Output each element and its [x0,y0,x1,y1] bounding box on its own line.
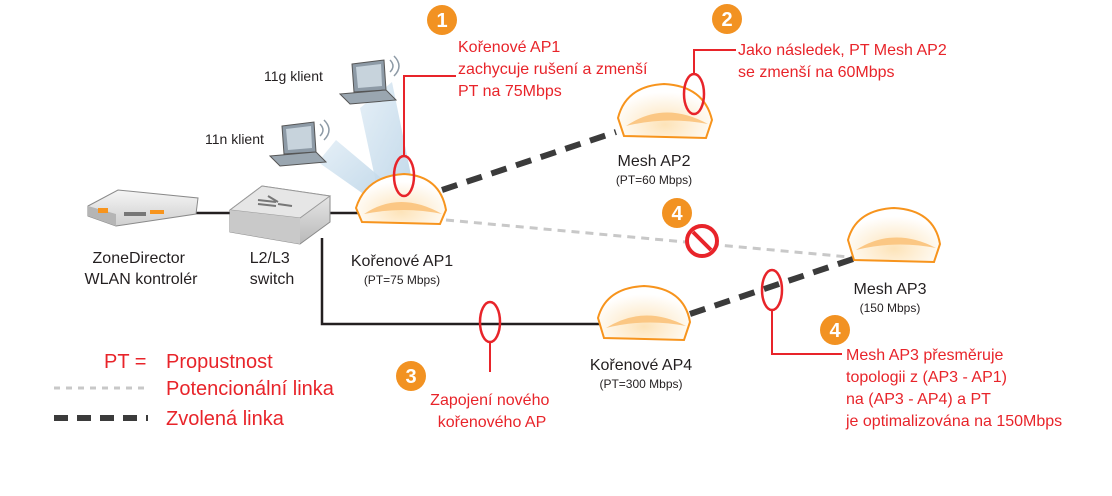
svg-text:4: 4 [829,320,841,342]
switch-device [228,185,332,245]
chosen-link-ap1-ap2 [441,129,617,193]
callout-3-badge: 3 [396,361,426,391]
potential-link-ap1-ap3 [445,218,861,260]
wired-link-switch-ap4 [320,238,606,326]
laptop-11n-icon [268,119,330,167]
switch-label: L2/L3 switch [250,250,295,288]
root-ap1-throughput: (PT=75 Mbps) [364,273,440,287]
zonedirector-label: ZoneDirector WLAN kontrolér [85,250,199,288]
root-ap1-label: Kořenové AP1 [351,253,453,270]
client-11g-label: 11g klient [264,68,323,84]
callout-1-badge: 1 [427,5,457,35]
zonedirector-device [87,189,199,227]
legend: PT = Propustnost Potencionální linka Zvo… [54,351,335,430]
legend-chosen-label: Zvolená linka [166,408,285,430]
root-ap1-device [354,172,448,226]
svg-text:2: 2 [721,9,732,31]
mesh-ap3-device [846,206,942,264]
wireless-beam-11g [360,82,412,192]
root-ap4-label: Kořenové AP4 [590,357,692,374]
legend-pt-key: PT = [104,351,146,373]
callout-2-marker [682,49,736,116]
root-ap4-device [596,284,692,342]
callout-4-text: Mesh AP3 přesměruje topologii z (AP3 - A… [845,347,1062,430]
chosen-link-ap4-ap3 [689,253,863,317]
wireless-beam-11n [318,140,386,200]
svg-text:1: 1 [436,10,447,32]
svg-text:4: 4 [671,203,683,225]
mesh-ap2-throughput: (PT=60 Mbps) [616,173,692,187]
laptop-11g-icon [338,55,400,105]
mesh-ap3-throughput: (150 Mbps) [860,301,921,315]
mesh-ap3-label: Mesh AP3 [854,281,927,298]
root-ap4-throughput: (PT=300 Mbps) [599,377,682,391]
client-11n-label: 11n klient [205,131,264,147]
callout-2-badge: 2 [712,4,742,34]
mesh-ap2-label: Mesh AP2 [618,153,691,170]
blocked-link-icon [685,224,719,258]
callout-4-marker [760,268,842,355]
callout-3-text: Zapojení nového kořenového AP [430,392,554,431]
legend-potential-label: Potencionální linka [166,378,335,400]
callout-4a-badge: 4 [662,198,692,228]
svg-text:3: 3 [405,366,416,388]
callout-1-marker [392,75,456,198]
callout-4b-badge: 4 [820,315,850,345]
callout-3-marker [478,300,502,372]
legend-pt-value: Propustnost [166,351,273,373]
callout-1-text: Kořenové AP1 zachycuje rušení a zmenší P… [458,39,652,100]
mesh-ap2-device [616,82,714,140]
callout-2-text: Jako následek, PT Mesh AP2 se zmenší na … [738,42,951,81]
